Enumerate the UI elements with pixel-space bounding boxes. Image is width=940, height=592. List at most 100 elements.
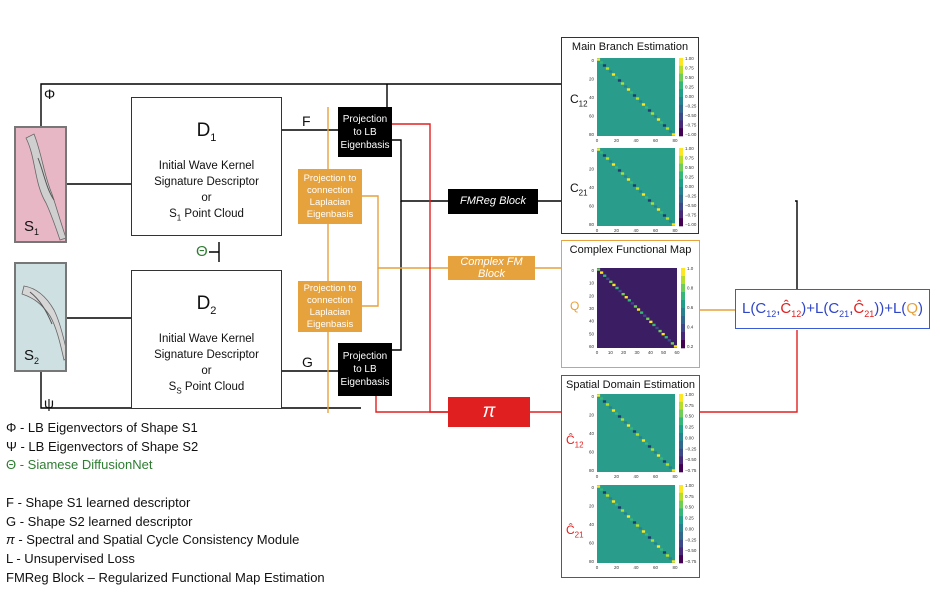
heatmap-c21-hat-cbar-tick: 0.75 xyxy=(685,494,694,499)
orange-conn1-line xyxy=(362,195,448,269)
heatmap-c21-hat-cbar-tick: −0.25 xyxy=(685,537,697,542)
heatmap-c12-ytick: 80 xyxy=(589,132,595,137)
heatmap-c21-xtick: 40 xyxy=(633,228,639,233)
heatmap-c21-diag-cell xyxy=(602,154,607,157)
heatmap-c21-hat-cbar-tick: 0.25 xyxy=(685,516,694,521)
loss-box: L(C12,Ĉ12)+L(C21,Ĉ21))+L(Q) xyxy=(735,289,930,329)
heatmap-q-diag-cell xyxy=(633,305,638,308)
heatmap-c21-xtick: 0 xyxy=(596,228,599,233)
pi-block: π xyxy=(448,397,530,427)
heatmap-c12-diag-cell xyxy=(635,97,640,100)
psi-label: ψ xyxy=(44,395,54,411)
heatmap-c21-diag-cell xyxy=(662,214,667,217)
heatmap-c12-hat-xtick: 80 xyxy=(672,474,678,479)
heatmap-q-diag-cell xyxy=(618,289,622,293)
heatmap-c12-diag-cell xyxy=(614,76,619,79)
heatmap-c21-hat-diag-cell xyxy=(656,545,661,548)
heatmap-c12-diag-cell xyxy=(653,115,658,118)
projection-lb-box-1: Projection to LB Eigenbasis xyxy=(338,107,392,157)
heatmap-c21-cbar-tick: 0.75 xyxy=(685,156,694,161)
heatmap-c21-hat-diag-cell xyxy=(644,533,649,536)
heatmap-q-colorbar-seg xyxy=(681,332,685,341)
shape-s2-label: S2 xyxy=(24,347,40,366)
heatmap-c21-colorbar-seg xyxy=(679,202,683,211)
heatmap-q-ytick: 60 xyxy=(589,344,595,349)
heatmap-c12-hat-diag-cell xyxy=(671,469,676,472)
heatmap-c21-diag-cell xyxy=(617,169,622,172)
heatmap-c21-hat-cbar-tick: 0.50 xyxy=(685,505,694,510)
heatmap-c12-hat-diag-cell xyxy=(650,448,655,451)
heatmap-q-diag-cell xyxy=(655,326,659,330)
heatmap-c12-cbar-tick: 0.50 xyxy=(685,75,694,80)
heatmap-c21-hat-ytick: 60 xyxy=(589,541,595,546)
heatmap-q-diag-cell xyxy=(609,280,613,284)
heatmap-c21-diag-cell xyxy=(653,205,658,208)
heatmap-c12-colorbar-seg xyxy=(679,120,683,129)
heatmap-q-xtick: 40 xyxy=(648,350,654,355)
heatmap-c12-diag-cell xyxy=(668,130,673,133)
heatmap-q-ytick: 50 xyxy=(589,331,595,336)
heatmap-c21-diag-cell xyxy=(608,160,613,163)
q-label: Q xyxy=(570,299,580,313)
heatmap-c12-hat-ytick: 40 xyxy=(589,431,595,436)
heatmap-c12-colorbar-seg xyxy=(679,128,683,137)
heatmap-c21-diag-cell xyxy=(629,181,634,184)
legend-item-fmreg: FMReg Block – Regularized Functional Map… xyxy=(6,569,325,585)
heatmap-c21-hat-xtick: 0 xyxy=(596,565,599,570)
heatmap-c12-hat-diag-cell xyxy=(629,427,634,430)
heatmap-q-diag-cell xyxy=(658,329,662,333)
heatmap-c21-hat-ytick: 80 xyxy=(589,559,595,564)
heatmap-c21-xtick: 80 xyxy=(672,228,678,233)
heatmap-c21-hat-xtick: 40 xyxy=(633,565,639,570)
heatmap-c12-hat-colorbar-seg xyxy=(679,464,683,473)
heatmap-c12-ytick: 40 xyxy=(589,95,595,100)
heatmap-c12-diag-cell xyxy=(602,64,607,67)
heatmap-c12-hat-diag-cell xyxy=(665,463,670,466)
heatmap-c12-hat-diag-cell xyxy=(653,451,658,454)
heatmap-c21-colorbar-seg xyxy=(679,210,683,219)
heatmap-c21-colorbar-seg xyxy=(679,155,683,164)
heatmap-c12-hat-cbar-tick: 1.00 xyxy=(685,392,694,397)
heatmap-c12-diag-cell xyxy=(599,61,604,64)
heatmap-c12-cbar-tick: −0.25 xyxy=(685,104,697,109)
heatmap-c21-hat-colorbar-seg xyxy=(679,516,683,525)
heatmap-c21-hat-diag-cell xyxy=(641,530,646,533)
heatmap-c12-colorbar-seg xyxy=(679,81,683,90)
heatmap-q-diag-cell xyxy=(621,292,625,296)
heatmap-c21-hat-diag-cell xyxy=(638,527,643,530)
heatmap-c12-hat-diag-cell xyxy=(644,442,649,445)
heatmap-c21-diag-cell xyxy=(650,202,655,205)
heatmap-c21-ytick: 40 xyxy=(589,185,595,190)
heatmap-c21-hat-diag-cell xyxy=(647,536,652,539)
heatmap-c12-cbar-tick: 0.00 xyxy=(685,94,694,99)
heatmap-c12-hat-diag-cell xyxy=(599,397,604,400)
heatmap-c21-hat-diag-cell xyxy=(602,491,607,494)
heatmap-c12-colorbar-seg xyxy=(679,112,683,121)
heatmap-c21-hat-diag-cell xyxy=(632,521,637,524)
heatmap-c21-diag-cell xyxy=(644,196,649,199)
descriptor-d2-line1: Initial Wave Kernel xyxy=(158,332,255,345)
legend-item-theta: Θ - Siamese DiffusionNet xyxy=(6,457,153,473)
heatmap-q-diag-cell xyxy=(652,323,656,327)
heatmap-c21-diag-cell xyxy=(632,184,637,187)
heatmap-c21-diag-cell xyxy=(656,208,661,211)
heatmap-c21-diag-cell xyxy=(671,223,676,226)
heatmap-q-diag-cell xyxy=(670,342,674,345)
heatmap-q-ytick: 40 xyxy=(589,319,595,324)
heatmap-q-diag-cell xyxy=(640,311,644,314)
heatmap-c21-hat-diag-cell xyxy=(668,557,673,560)
heatmap-q-cbar-tick: 0.2 xyxy=(687,344,694,349)
heatmap-c21-hat-diag-cell xyxy=(626,515,631,518)
heatmap-c12-diag-cell xyxy=(623,85,628,88)
heatmap-c21-hat-colorbar-seg xyxy=(679,485,683,494)
heatmap-c12-hat-colorbar-seg xyxy=(679,456,683,465)
spatial-domain-title: Spatial Domain Estimation xyxy=(565,379,695,391)
heatmap-c21-hat-diag-cell xyxy=(662,551,667,554)
heatmap-c12-diag-cell xyxy=(638,100,643,103)
legend-item-phi: Φ - LB Eigenvectors of Shape S1 xyxy=(6,420,198,435)
heatmap-c12-hat-diag-cell xyxy=(641,439,646,442)
legend: Φ - LB Eigenvectors of Shape S1 Ψ - LB E… xyxy=(6,419,386,587)
orange-conn2-line xyxy=(362,268,379,307)
heatmap-c12-hat-diag-cell xyxy=(638,436,643,439)
